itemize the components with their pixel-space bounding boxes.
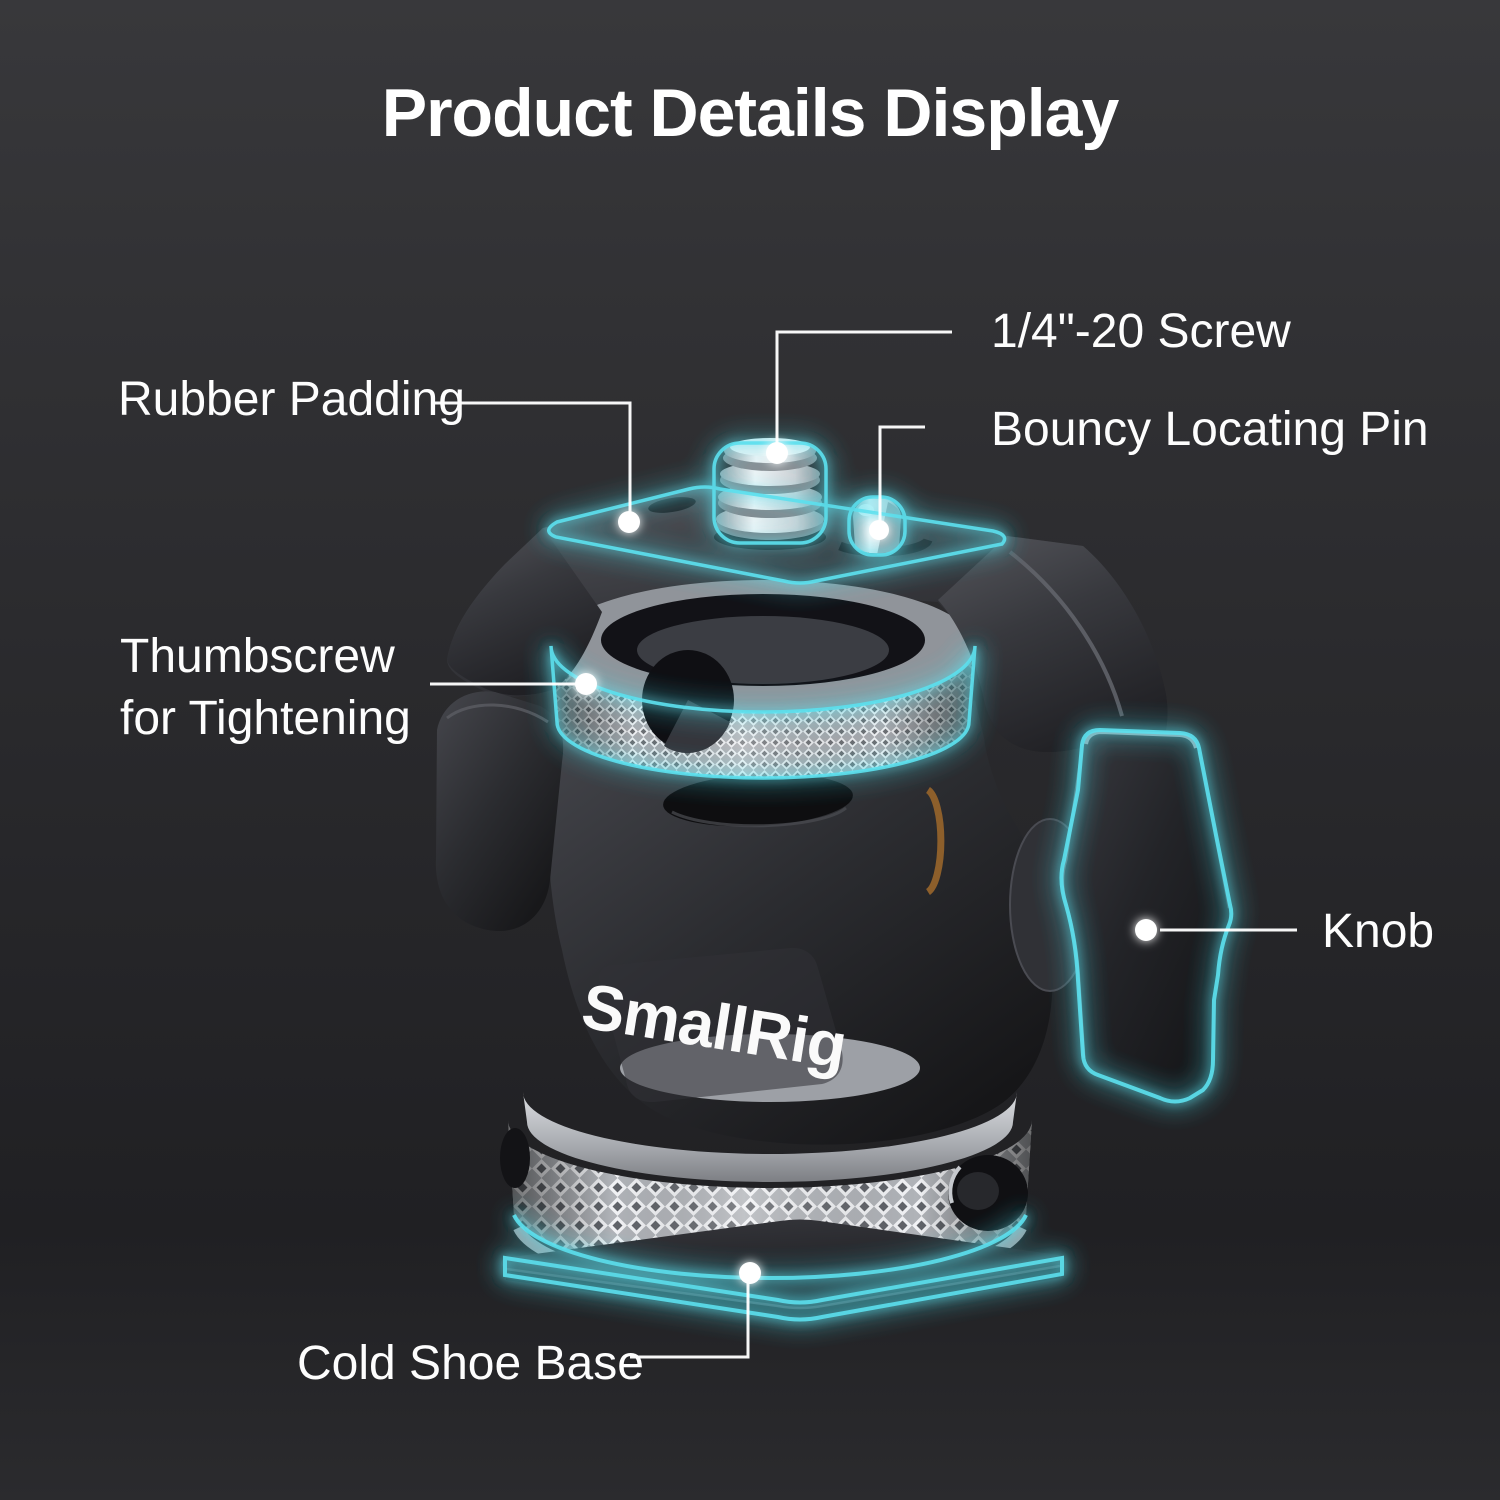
- slot-lip-highlight: [671, 806, 847, 828]
- dot-locating-pin: [869, 520, 889, 540]
- callout-cold-shoe-base-label: Cold Shoe Base: [297, 1337, 644, 1390]
- dot-rubber-padding: [618, 511, 640, 533]
- page-title: Product Details Display: [381, 75, 1120, 151]
- callout-cold-shoe-base: Cold Shoe Base: [297, 1336, 644, 1391]
- callout-screw: 1/4"-20 Screw: [991, 304, 1291, 359]
- body-slot-hole: [663, 773, 853, 827]
- hole-rim-highlight: [948, 1165, 962, 1204]
- dot-screw: [766, 442, 788, 464]
- leader-rubber-padding: [432, 401, 632, 520]
- cheek-ridge-highlight: [1008, 550, 1124, 717]
- callout-thumbscrew: Thumbscrew for Tightening: [120, 626, 411, 750]
- bracket-right-cheek: [938, 536, 1168, 770]
- dot-thumbscrew: [575, 673, 597, 695]
- plate-slot-left: [648, 497, 696, 513]
- callout-thumbscrew-line2: for Tightening: [120, 692, 411, 745]
- callout-rubber-padding-label: Rubber Padding: [118, 373, 465, 426]
- hole-pin: [957, 1172, 999, 1210]
- leader-dots: [575, 442, 1157, 1284]
- socket-facet: [664, 700, 730, 753]
- bracket-left-arm: [447, 528, 602, 696]
- leader-cold-shoe: [630, 1276, 750, 1359]
- leader-lines: [430, 330, 1297, 1359]
- callout-knob-label: Knob: [1322, 905, 1435, 958]
- leader-locating-pin: [878, 425, 925, 528]
- leader-screw: [775, 330, 952, 452]
- callout-screw-label: 1/4"-20 Screw: [991, 305, 1291, 358]
- polished-collar-ring: [523, 1092, 1017, 1182]
- callout-thumbscrew-line1: Thumbscrew: [120, 630, 395, 683]
- drum-side-hole-left: [500, 1128, 530, 1188]
- left-pivot-knuckle: [435, 691, 564, 932]
- dot-cold-shoe: [739, 1262, 761, 1284]
- brass-washer: [925, 787, 945, 895]
- knuckle-highlight: [446, 703, 549, 724]
- shoe-edge-line: [505, 1264, 1061, 1310]
- callout-locating-pin: Bouncy Locating Pin: [991, 402, 1429, 457]
- callout-knob: Knob: [1322, 904, 1434, 959]
- thumbscrew-ring-part: [551, 580, 975, 778]
- callout-locating-pin-label: Bouncy Locating Pin: [991, 403, 1429, 456]
- mount-assembly: [435, 438, 1232, 1320]
- callout-rubber-padding: Rubber Padding: [118, 372, 465, 427]
- logo-facet: SmallRig: [577, 947, 851, 1103]
- dot-knob: [1135, 919, 1157, 941]
